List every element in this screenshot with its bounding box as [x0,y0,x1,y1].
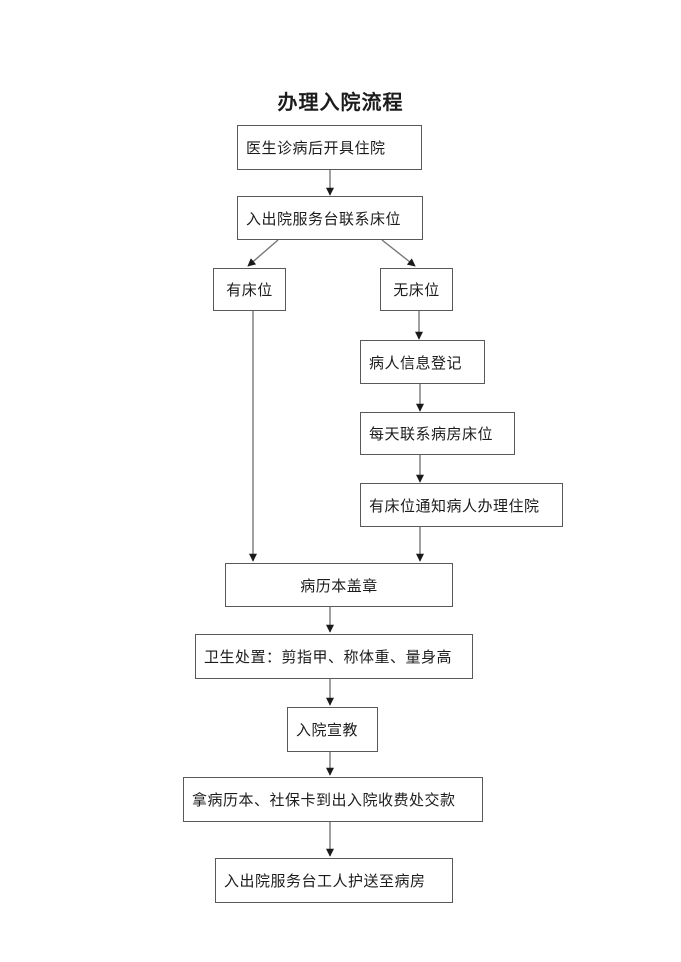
node-pay-at-fee-office: 拿病历本、社保卡到出入院收费处交款 [183,777,483,822]
node-notify-patient-when-bed: 有床位通知病人办理住院 [360,483,563,527]
node-patient-info-registration: 病人信息登记 [360,340,485,384]
connector-desk-to-bed-available [247,239,279,267]
node-admission-education: 入院宣教 [287,707,378,752]
node-bed-available: 有床位 [213,268,286,311]
node-hygiene-treatment: 卫生处置：剪指甲、称体重、量身高 [195,634,473,679]
node-no-bed: 无床位 [380,268,453,311]
page-title: 办理入院流程 [277,92,404,114]
node-medical-record-stamp: 病历本盖章 [225,563,453,607]
node-doctor-prescribes-admission: 医生诊病后开具住院 [237,125,422,170]
node-daily-contact-ward-bed: 每天联系病房床位 [360,412,515,455]
connector-desk-to-no-bed [381,239,416,267]
node-service-desk-contacts-bed: 入出院服务台联系床位 [237,196,423,240]
node-escort-to-ward: 入出院服务台工人护送至病房 [215,858,453,903]
